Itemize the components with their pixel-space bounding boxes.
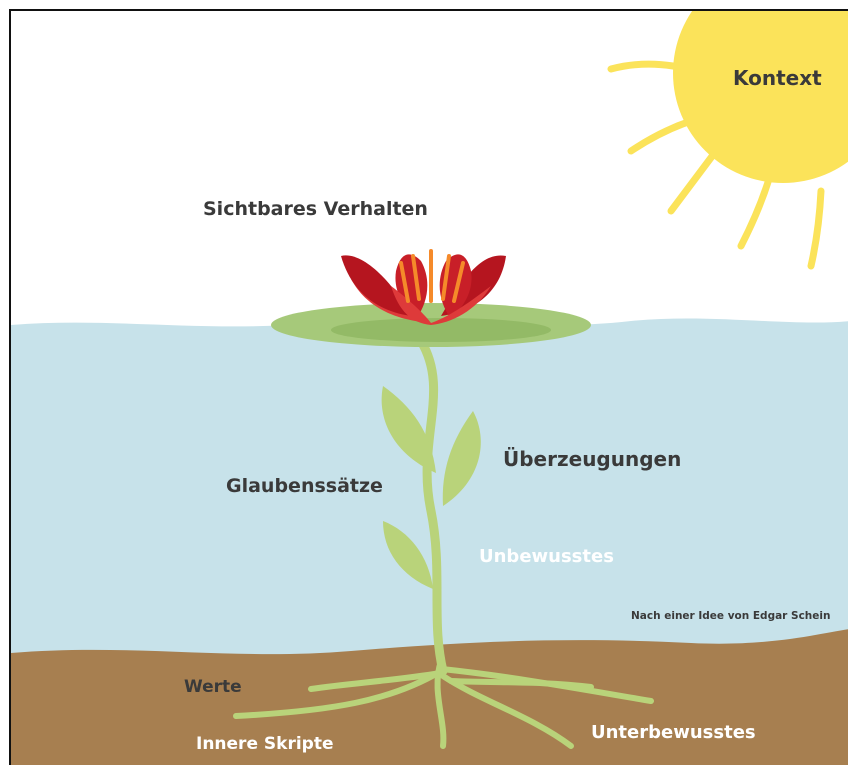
label-subconscious: Unterbewusstes bbox=[591, 722, 756, 743]
diagram-frame: Kontext Sichtbares Verhalten Überzeugung… bbox=[9, 9, 848, 765]
label-values: Werte bbox=[184, 677, 242, 697]
label-convictions: Überzeugungen bbox=[503, 447, 681, 471]
label-unconscious: Unbewusstes bbox=[479, 546, 614, 567]
label-visible-behavior: Sichtbares Verhalten bbox=[203, 198, 428, 220]
label-context: Kontext bbox=[733, 66, 822, 90]
label-inner-scripts: Innere Skripte bbox=[196, 734, 333, 754]
plant-iceberg-illustration bbox=[11, 11, 848, 765]
label-credit: Nach einer Idee von Edgar Schein bbox=[631, 610, 830, 622]
label-beliefs: Glaubenssätze bbox=[226, 475, 383, 497]
sun-icon bbox=[673, 11, 848, 183]
